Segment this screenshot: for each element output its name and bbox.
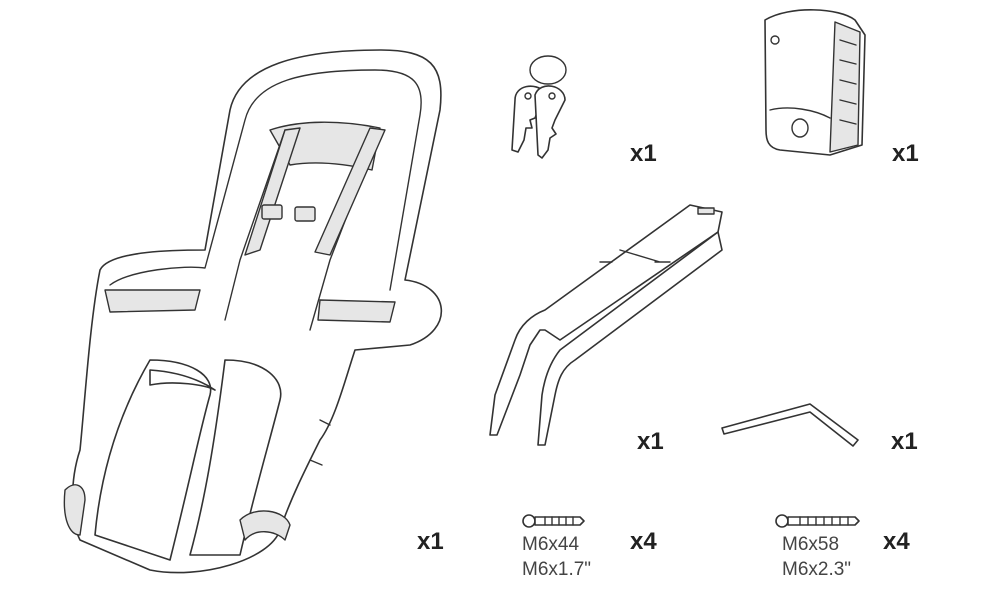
keys-drawing (511, 55, 567, 159)
screw-short-metric: M6x44 (522, 534, 580, 555)
screw-short-spec: M6x44 M6x1.7" (522, 532, 591, 582)
bracket-drawing (489, 204, 723, 446)
lock-block-drawing (764, 9, 866, 156)
screw-long-drawing (775, 514, 860, 528)
keys-quantity: x1 (630, 140, 657, 167)
screw-long-spec: M6x58 M6x2.3" (782, 532, 851, 582)
hex-key-drawing (721, 403, 859, 447)
seat-quantity: x1 (417, 528, 444, 555)
screw-short-drawing (522, 514, 585, 528)
screw-short-quantity: x4 (630, 528, 657, 555)
screw-long-imperial: M6x2.3" (782, 559, 852, 580)
screw-long-metric: M6x58 (782, 534, 840, 555)
lock-quantity: x1 (892, 140, 919, 167)
screw-short-imperial: M6x1.7" (522, 559, 592, 580)
hex-key-quantity: x1 (891, 428, 918, 455)
screw-long-quantity: x4 (883, 528, 910, 555)
bracket-quantity: x1 (637, 428, 664, 455)
child-seat-drawing (63, 49, 443, 574)
